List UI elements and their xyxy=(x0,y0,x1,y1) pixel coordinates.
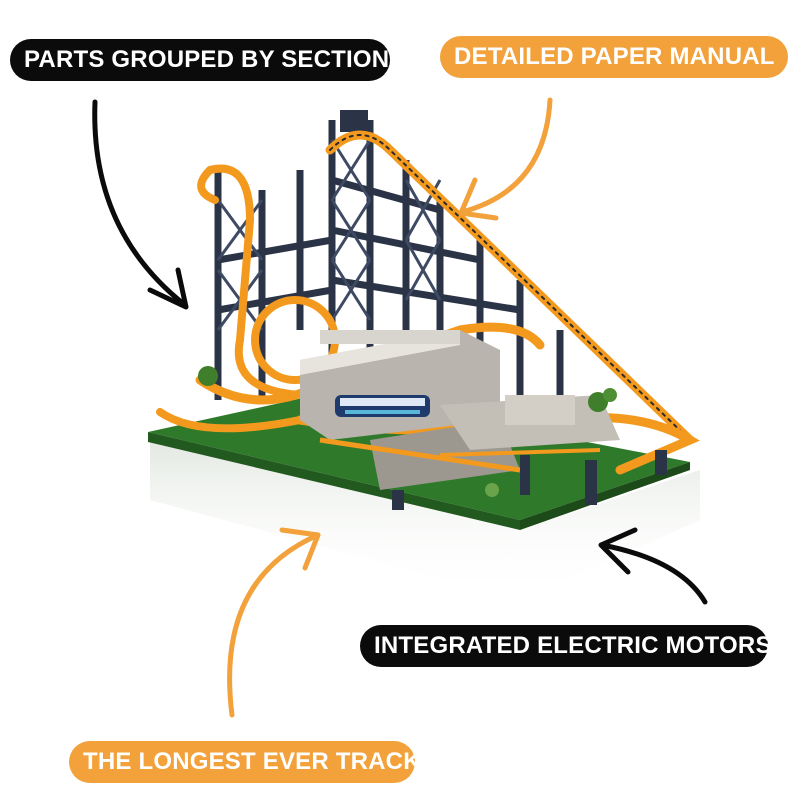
arrow-top-right-head xyxy=(458,177,499,221)
callout-paper-manual: DETAILED PAPER MANUAL xyxy=(440,36,788,78)
track-supports xyxy=(392,450,667,510)
arrow-top-left-icon xyxy=(92,99,188,308)
station-building xyxy=(300,330,620,490)
callout-electric-motors: INTEGRATED ELECTRIC MOTORS xyxy=(360,625,771,667)
tower-top xyxy=(340,110,368,132)
callout-longest-track: THE LONGEST EVER TRACK xyxy=(69,741,421,783)
arrow-bottom-right-icon xyxy=(599,542,708,605)
arrow-top-right-icon xyxy=(459,97,553,215)
baseplate-reflection xyxy=(150,440,700,600)
coaster-train xyxy=(335,395,430,417)
arrow-bottom-left-head xyxy=(279,527,321,571)
arrow-bottom-right-head xyxy=(598,527,638,575)
callout-parts-grouped: PARTS GROUPED BY SECTION xyxy=(10,39,390,81)
trees xyxy=(198,366,617,497)
arrow-top-left-head xyxy=(147,267,189,310)
arrow-bottom-left-icon xyxy=(227,532,321,718)
